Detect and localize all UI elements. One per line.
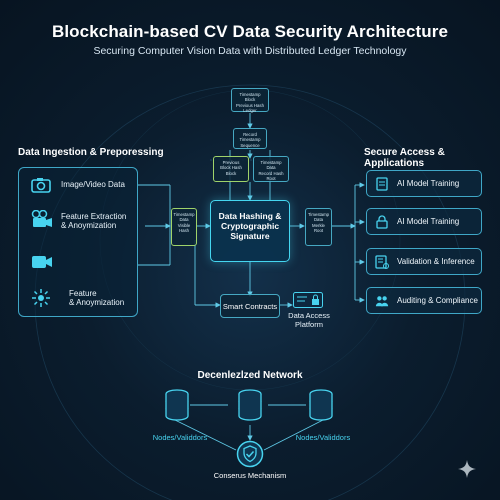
data-hashing-core: Data Hashing & Cryptographic Signature xyxy=(210,200,290,262)
database-node-icon xyxy=(308,389,334,428)
video-camera-icon xyxy=(31,209,53,233)
nodes-right-label: Nodes/Validdors xyxy=(295,433,351,442)
sparkle-icon xyxy=(458,460,476,483)
right-item-ai-training-1: AI Model Training xyxy=(366,170,482,197)
item-feature-anoymization: Feature & Anoymization xyxy=(69,289,125,308)
document-icon xyxy=(375,176,389,191)
right-item-validation: Validation & Inference xyxy=(366,248,482,275)
database-node-icon xyxy=(237,389,263,428)
right-item-label: AI Model Training xyxy=(397,179,460,188)
right-item-label: Validation & Inference xyxy=(397,257,475,266)
ledger-block-top: Timestamp Block Previous Hash Ledger xyxy=(231,88,269,113)
item-feature-extraction: Feature Extraction & Anoymization xyxy=(61,212,127,231)
page-subtitle: Securing Computer Vision Data with Distr… xyxy=(93,45,407,57)
checklist-icon xyxy=(375,254,389,269)
ledger-block-right: Timestamp Data Merkle Root xyxy=(305,208,332,246)
database-node-icon xyxy=(164,389,190,428)
data-ingestion-panel: Image/Video Data Feature Extraction & An… xyxy=(18,167,138,317)
right-panel-title: Secure Access & Applications xyxy=(364,147,445,169)
access-platform-label: Data Access Platform xyxy=(288,311,330,329)
right-item-label: AI Model Training xyxy=(397,217,460,226)
smart-contracts-box: Smart Contracts xyxy=(220,294,280,318)
ledger-block-mid-right: Timestamp Data Record Hash Root xyxy=(253,156,289,182)
right-item-label: Auditing & Compliance xyxy=(397,296,478,305)
right-item-ai-training-2: AI Model Training xyxy=(366,208,482,235)
ledger-block-left: Timestamp Data Visible Hash xyxy=(171,208,197,246)
nodes-left-label: Nodes/Validdors xyxy=(152,433,208,442)
users-icon xyxy=(375,294,389,308)
lock-icon xyxy=(375,214,389,229)
video-camera-icon xyxy=(31,254,53,275)
access-platform-icon xyxy=(293,292,323,313)
consensus-label: Conserus Mechanism xyxy=(213,471,287,480)
left-panel-title: Data Ingestion & Preporessing xyxy=(18,147,164,158)
shield-check-icon xyxy=(236,440,264,473)
page-title: Blockchain-based CV Data Security Archit… xyxy=(51,22,449,41)
ledger-block-mid-left: Previous Block Hash Block xyxy=(213,156,249,182)
ledger-block-record: Record Timestamp Sequence xyxy=(233,128,267,149)
network-title: Decenlezlzed Network xyxy=(197,370,303,381)
item-image-video-data: Image/Video Data xyxy=(61,180,125,189)
camera-icon xyxy=(31,177,51,198)
sparkle-icon xyxy=(31,288,51,313)
right-item-auditing: Auditing & Compliance xyxy=(366,287,482,314)
